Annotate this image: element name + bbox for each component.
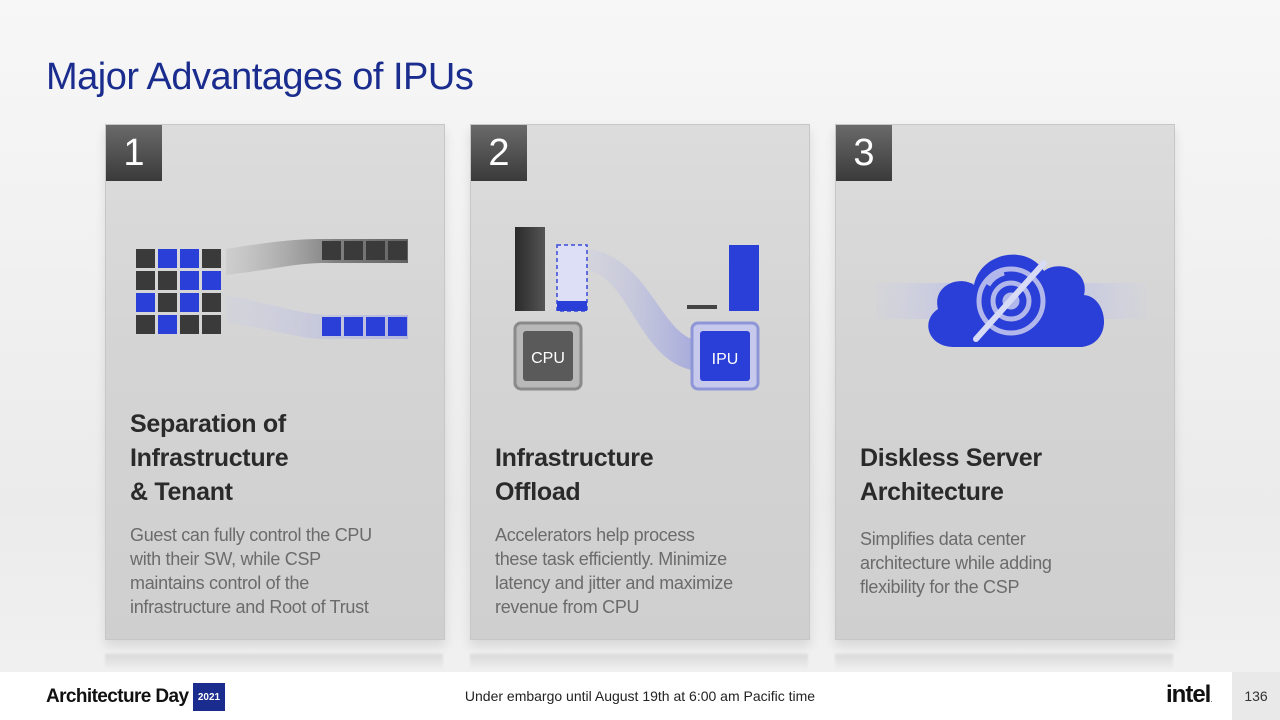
slide-title: Major Advantages of IPUs bbox=[46, 56, 474, 98]
grid-square bbox=[136, 249, 155, 268]
disk-icon bbox=[976, 266, 1046, 336]
grid-square bbox=[136, 271, 155, 290]
cpu-load-bar bbox=[515, 227, 545, 311]
card-heading: Diskless Server Architecture bbox=[860, 441, 1042, 509]
intel-logo: intel. bbox=[1166, 681, 1212, 708]
page-number: 136 bbox=[1232, 672, 1280, 720]
grid-square bbox=[158, 271, 177, 290]
grid-square bbox=[158, 315, 177, 334]
infra-square bbox=[322, 241, 341, 260]
cpu-ipu-offload-icon: CPU IPU bbox=[513, 227, 760, 391]
grid-square bbox=[180, 271, 199, 290]
description-line: flexibility for the CSP bbox=[860, 577, 1020, 597]
card-reflection bbox=[470, 654, 808, 670]
grid-square bbox=[136, 315, 155, 334]
infra-square bbox=[366, 241, 385, 260]
grid-square bbox=[202, 249, 221, 268]
grid-square bbox=[202, 293, 221, 312]
card-description: Guest can fully control the CPU with the… bbox=[130, 523, 432, 619]
grid-square bbox=[202, 315, 221, 334]
description-line: revenue from CPU bbox=[495, 597, 640, 617]
cpu-chip: CPU bbox=[513, 321, 583, 391]
card-description: Accelerators help process these task eff… bbox=[495, 523, 797, 619]
grid-square bbox=[202, 271, 221, 290]
infra-square bbox=[388, 241, 407, 260]
heading-line: Architecture bbox=[860, 478, 1004, 506]
card-description: Simplifies data center architecture whil… bbox=[860, 527, 1162, 599]
grid-square bbox=[180, 315, 199, 334]
description-line: with their SW, while CSP bbox=[130, 549, 321, 569]
description-line: architecture while adding bbox=[860, 553, 1052, 573]
slide-footer: Architecture Day 2021 Under embargo unti… bbox=[0, 672, 1280, 720]
card-number-badge: 1 bbox=[106, 125, 162, 181]
heading-line: Offload bbox=[495, 478, 581, 506]
heading-line: Infrastructure bbox=[495, 444, 654, 472]
ipu-chip: IPU bbox=[690, 321, 760, 391]
description-line: Simplifies data center bbox=[860, 529, 1026, 549]
tenant-square bbox=[322, 317, 341, 336]
grid-square bbox=[180, 293, 199, 312]
card-heading: Separation of Infrastructure & Tenant bbox=[130, 407, 289, 509]
card-number-badge: 2 bbox=[471, 125, 527, 181]
grid-separation-icon bbox=[136, 239, 408, 339]
cloud-no-disk-icon bbox=[876, 254, 1146, 347]
ipu-chip-label: IPU bbox=[712, 351, 739, 368]
grid-square bbox=[158, 249, 177, 268]
tenant-square bbox=[344, 317, 363, 336]
infra-square bbox=[344, 241, 363, 260]
card-reflection bbox=[835, 654, 1173, 670]
event-year-badge: 2021 bbox=[193, 683, 225, 711]
advantage-card-3: 3 Diskless Server Architecture Simplifie… bbox=[835, 124, 1175, 640]
card-reflection bbox=[105, 654, 443, 670]
description-line: infrastructure and Root of Trust bbox=[130, 597, 369, 617]
tenant-square bbox=[366, 317, 385, 336]
description-line: Accelerators help process bbox=[495, 525, 695, 545]
description-line: maintains control of the bbox=[130, 573, 309, 593]
card-number-badge: 3 bbox=[836, 125, 892, 181]
grid-square bbox=[180, 249, 199, 268]
grid-square bbox=[158, 293, 177, 312]
cpu-chip-label: CPU bbox=[531, 350, 565, 367]
description-line: these task efficiently. Minimize bbox=[495, 549, 727, 569]
heading-line: Separation of bbox=[130, 410, 286, 438]
heading-line: Diskless Server bbox=[860, 444, 1042, 472]
card-heading: Infrastructure Offload bbox=[495, 441, 654, 509]
grid-square bbox=[136, 293, 155, 312]
embargo-notice: Under embargo until August 19th at 6:00 … bbox=[464, 688, 816, 704]
description-line: latency and jitter and maximize bbox=[495, 573, 733, 593]
heading-line: & Tenant bbox=[130, 478, 233, 506]
event-brand: Architecture Day bbox=[46, 686, 189, 707]
advantage-card-2: 2 CPU IPU Infrastructure Off bbox=[470, 124, 810, 640]
ipu-load-bar bbox=[729, 245, 759, 311]
advantage-card-1: 1 Separation of Infrastructure & Tenant … bbox=[105, 124, 445, 640]
description-line: Guest can fully control the CPU bbox=[130, 525, 372, 545]
cpu-headroom-bar bbox=[556, 244, 588, 312]
heading-line: Infrastructure bbox=[130, 444, 289, 472]
tenant-square bbox=[388, 317, 407, 336]
